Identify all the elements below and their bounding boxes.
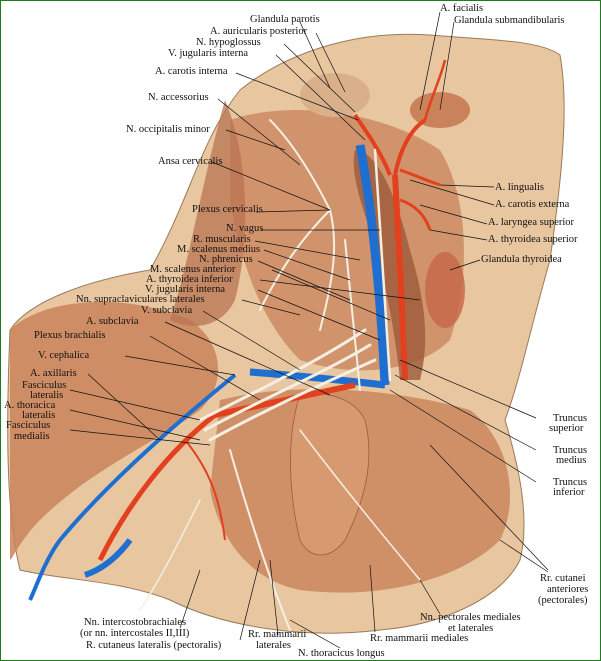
label-v-subclavia: V. subclavia [141,305,193,316]
label-truncus-superior-1: Truncus [553,413,588,424]
label-v-jugularis-interna-top: V. jugularis interna [168,48,249,59]
deltoid-muscle [10,301,219,560]
axillary-vein [83,538,133,578]
cervical-plexus-branch-3 [269,119,331,211]
parotid-gland [300,73,370,117]
cervical-plexus-branch-1 [259,209,331,311]
internal-carotid-artery [353,113,392,176]
label-fasciculus-lateralis-1: Fasciculus [22,380,67,391]
label-a-carotis-interna: A. carotis interna [155,66,228,77]
label-nn-intercostobrachiales-2: (or nn. intercostales II,III) [80,628,190,639]
label-a-axillaris: A. axillaris [30,368,77,379]
label-nn-pectorales-2: et laterales [448,623,494,634]
label-nn-pectorales-1: Nn. pectorales mediales [420,612,521,623]
label-leader-lines [69,11,549,649]
label-a-lingualis: A. lingualis [495,182,544,193]
superior-thyroid-artery [399,198,432,231]
label-n-hypoglossus: N. hypoglossus [196,37,261,48]
label-n-vagus: N. vagus [226,223,264,234]
label-a-laryngea-superior: A. laryngea superior [488,217,575,228]
vagus-nerve [373,148,392,382]
label-ansa-cervicalis: Ansa cervicalis [158,156,223,167]
nerves [139,119,421,631]
facial-artery [423,59,447,121]
label-truncus-superior-2: superior [549,423,584,434]
external-carotid-artery [393,118,427,176]
label-a-facialis: A. facialis [440,3,484,14]
label-m-scalenus-anterior: M. scalenus anterior [150,264,236,275]
label-truncus-inferior-1: Truncus [553,477,588,488]
label-fasciculus-medialis-1: Fasciculus [6,420,51,431]
label-rr-cutanei-1: Rr. cutanei [540,573,586,584]
brachial-plexus-trunk-2 [203,343,372,432]
label-truncus-medius-2: medius [556,455,587,466]
label-fasciculus-medialis-2: medialis [14,431,50,442]
cephalic-vein [28,373,237,601]
lingual-artery [399,168,441,187]
label-n-occipitalis-minor: N. occipitalis minor [126,124,210,135]
label-a-carotis-externa: A. carotis externa [495,199,570,210]
label-m-scalenus-medius: M. scalenus medius [177,244,261,255]
brachial-plexus-trunk-1 [198,328,367,422]
intercostobrachial-nerve [139,499,201,611]
label-a-thoracica-lateralis-2: lateralis [22,410,56,421]
label-a-subclavia: A. subclavia [86,316,139,327]
label-rr-mammarii-mediales: Rr. mammarii mediales [370,633,469,644]
label-fasciculus-lateralis-2: lateralis [30,390,64,401]
long-thoracic-nerve [229,449,291,631]
subclavian-artery [214,382,356,418]
label-a-thyroidea-inferior: A. thyroidea inferior [146,274,233,285]
label-truncus-medius-1: Truncus [553,445,588,456]
label-nn-intercostobrachiales-1: Nn. intercostobrachiales [84,617,187,628]
subclavian-vein [249,368,386,389]
common-carotid-artery [392,174,408,381]
label-n-accessorius: N. accessorius [148,92,209,103]
lateral-thoracic-artery [184,439,226,541]
label-r-cutaneus-lateralis: R. cutaneus lateralis (pectoralis) [86,640,222,651]
label-rr-cutanei-2: anteriores [547,584,589,595]
label-v-cephalica: V. cephalica [38,350,90,361]
label-n-thoracicus-longus: N. thoracicus longus [298,648,385,659]
label-nn-supraclaviculares: Nn. supraclaviculares laterales [76,294,205,305]
label-rr-mammarii-laterales-1: Rr. mammarii [248,629,307,640]
thyroid-gland [425,252,465,328]
pectoral-nerves [299,429,421,581]
label-a-thoracica-lateralis-1: A. thoracica [4,400,56,411]
label-glandula-thyroidea: Glandula thyroidea [481,254,562,265]
label-n-phrenicus: N. phrenicus [199,254,253,265]
trapezius [170,100,246,326]
label-truncus-inferior-2: inferior [553,487,585,498]
pectoralis-minor [290,393,370,556]
label-rr-cutanei-3: (pectorales) [538,595,588,606]
label-v-jugularis-interna-lower: V. jugularis interna [145,284,226,295]
label-glandula-parotis: Glandula parotis [250,14,320,25]
label-plexus-brachialis: Plexus brachialis [34,330,106,341]
axillary-artery [97,413,217,562]
label-a-auricularis-posterior: A. auricularis posterior [210,26,308,37]
label-glandula-submandibularis: Glandula submandibularis [454,15,565,26]
internal-jugular-vein [355,144,390,386]
label-r-muscularis: R. muscularis [193,234,251,245]
label-a-thyroidea-superior: A. thyroidea superior [488,234,578,245]
label-plexus-cervicalis: Plexus cervicalis [192,204,263,215]
label-rr-mammarii-laterales-2: laterales [256,640,291,651]
brachial-plexus-trunk-3 [208,358,377,442]
